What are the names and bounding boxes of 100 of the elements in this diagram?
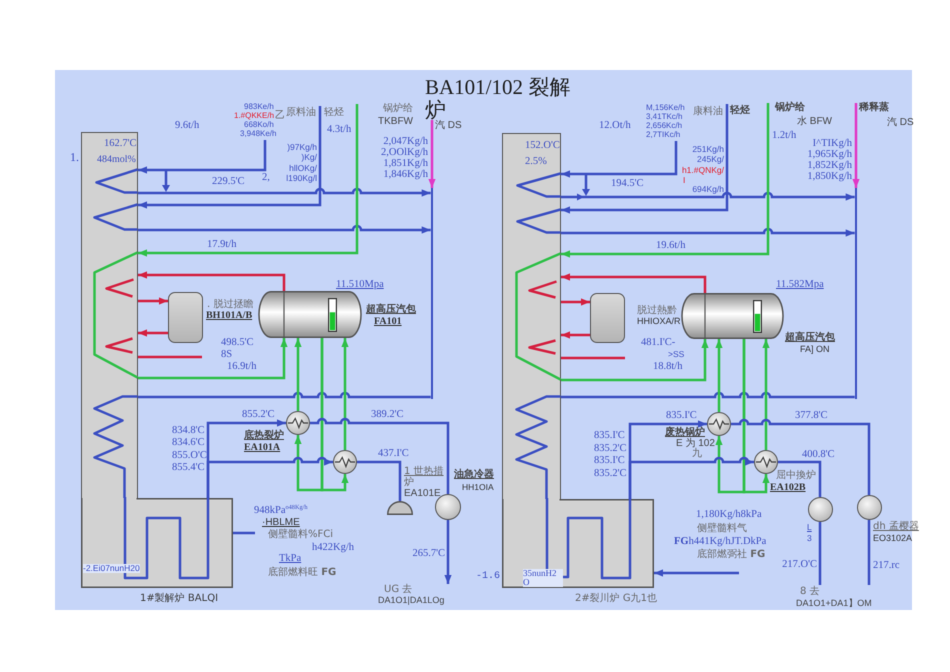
concentration-value: 2.5%	[525, 157, 547, 168]
furnace-firebox	[81, 498, 233, 588]
equipment-tag: FA101	[374, 317, 402, 327]
equipment-tag: EA101A	[244, 443, 280, 453]
pressure-value: 11.582Mpa	[776, 280, 824, 290]
flow-value: )97Kg/h	[287, 143, 317, 152]
temperature-value: 152.O'C	[525, 141, 560, 152]
note-text: 3	[807, 534, 812, 542]
note-text: 1.	[70, 151, 79, 163]
equipment-label: 底热裂炉	[244, 431, 284, 441]
temperature-value: 389.2'C	[371, 410, 404, 420]
pipe-line	[561, 356, 625, 360]
stream-label: 轻烃	[730, 106, 750, 116]
flow-value: 1.2t/h	[772, 131, 796, 142]
pipe-line	[778, 460, 822, 497]
steam-drum	[682, 293, 783, 339]
pipe-arrow	[428, 120, 436, 188]
stream-label: 轻烃	[324, 108, 344, 118]
pipe-line	[233, 532, 255, 534]
equipment-label: 超高压汽包	[366, 305, 416, 315]
temperature-value: 835.2'C	[594, 469, 627, 480]
equipment-tag: FA] ON	[800, 345, 830, 354]
furnace-column	[81, 132, 138, 498]
equipment-tag: EA102B	[770, 483, 806, 493]
pipe-arrow	[561, 298, 590, 306]
pipe-arrow	[138, 106, 322, 209]
flow-value: M,156Ke/h	[646, 104, 685, 112]
temperature-value: 194.5'C	[611, 179, 644, 190]
flow-value: 1,852Kg/h	[807, 161, 852, 172]
temperature-value: 481.I'C-	[641, 338, 676, 348]
flow-value: 245Kg/	[697, 155, 724, 164]
pipe-arrow	[320, 338, 349, 492]
fuel-label: 侧壁髓料%FCi	[268, 530, 334, 540]
temperature-value: 229.5'C	[212, 177, 245, 188]
pipe-arrow	[138, 297, 168, 305]
furnace-firebox	[502, 499, 654, 588]
flow-value: 9.6t/h	[175, 121, 200, 132]
destination-label: DA1O1+DA1】OM	[796, 599, 872, 608]
flow-value: )Kg/	[301, 153, 317, 162]
stream-label: TKBFW	[378, 117, 413, 127]
equipment-label: 屈中換炉	[776, 471, 816, 481]
equipment-tag: ·HBLME	[262, 518, 300, 528]
temperature-value: 377.8'C	[795, 411, 828, 422]
stream-label: 乙	[275, 111, 285, 121]
pipe-line	[138, 392, 431, 398]
temperature-value: 265.7'C	[412, 549, 445, 560]
flow-value: 16.9t/h	[227, 362, 256, 372]
flow-value: I^TIKg/h	[812, 139, 852, 150]
temperature-value: 834.8'C	[172, 426, 205, 436]
stream-label: 稀释蒸	[859, 103, 889, 113]
equipment-tag: EA101E	[404, 489, 441, 499]
furnace-caption: 2#裂川炉 G九1也	[575, 594, 658, 604]
pipe-arrow	[742, 339, 770, 494]
pipe-arrow	[138, 329, 168, 337]
equipment-box	[168, 292, 203, 343]
pipe-arrow	[561, 228, 855, 237]
equipment-label: 脱过熱黔	[637, 306, 677, 316]
destination-label: DA1O1|DA1LOg	[378, 596, 444, 605]
fuel-label: 底部燃弼社 FG	[697, 550, 766, 560]
fuel-label: 侧壁髓料气	[697, 524, 747, 534]
temperature-value: 835.I'C	[666, 411, 697, 422]
pipe-arrow	[341, 338, 349, 450]
equipment-box	[590, 293, 625, 343]
concentration-value: 484mol%	[97, 155, 136, 165]
destination-label: UG 去	[384, 585, 412, 595]
pipe-line	[818, 522, 822, 585]
pipe-arrow	[561, 192, 855, 201]
equipment-label: dh 孟樱器	[873, 522, 919, 532]
destination-label: 8 去	[800, 587, 820, 597]
flow-value: 1.#QKKE/h	[234, 112, 274, 120]
stream-label: 水 BFW	[797, 117, 832, 127]
pressure-value: -1.6	[476, 572, 500, 582]
pressure-value: TkPa	[279, 554, 302, 564]
flow-value: 1,965Kg/h	[807, 150, 852, 160]
pipe-line	[138, 356, 202, 358]
temperature-value: 835.I'C	[594, 431, 625, 442]
pipe-arrow	[715, 339, 723, 412]
furnace-caption: 1#製解炉 BALQI	[140, 594, 218, 604]
equipment-label: . 脱过拯瞻	[207, 300, 254, 310]
flow-value: 1,846Kg/h	[383, 170, 428, 180]
flow-value: 2,047Kg/h	[383, 137, 428, 148]
flow-value: 3,41TKc/h	[646, 113, 682, 121]
stream-label: >SS	[668, 350, 684, 358]
note-text: L	[807, 523, 812, 532]
flow-value: h422Kg/h	[312, 543, 354, 554]
pipe-line	[357, 460, 402, 501]
pipe-arrow	[561, 339, 709, 382]
flow-value: hllOKg/	[289, 164, 317, 172]
note-text: 2,	[262, 173, 270, 184]
pipe-header	[430, 188, 434, 399]
pipe-arrow	[138, 104, 358, 257]
flow-value: 3,948Ke/h	[240, 130, 276, 138]
flow-value: 4.3t/h	[327, 125, 352, 136]
equipment-tag: EO3102A	[873, 534, 912, 543]
pipe-line	[868, 520, 870, 585]
pipe-line	[310, 418, 450, 494]
equipment-label: 炉	[404, 478, 414, 488]
pipe-arrow	[138, 271, 286, 291]
equipment-label: 废热锅炉	[665, 428, 705, 438]
flow-value: 2,7TIKc/h	[646, 131, 680, 139]
